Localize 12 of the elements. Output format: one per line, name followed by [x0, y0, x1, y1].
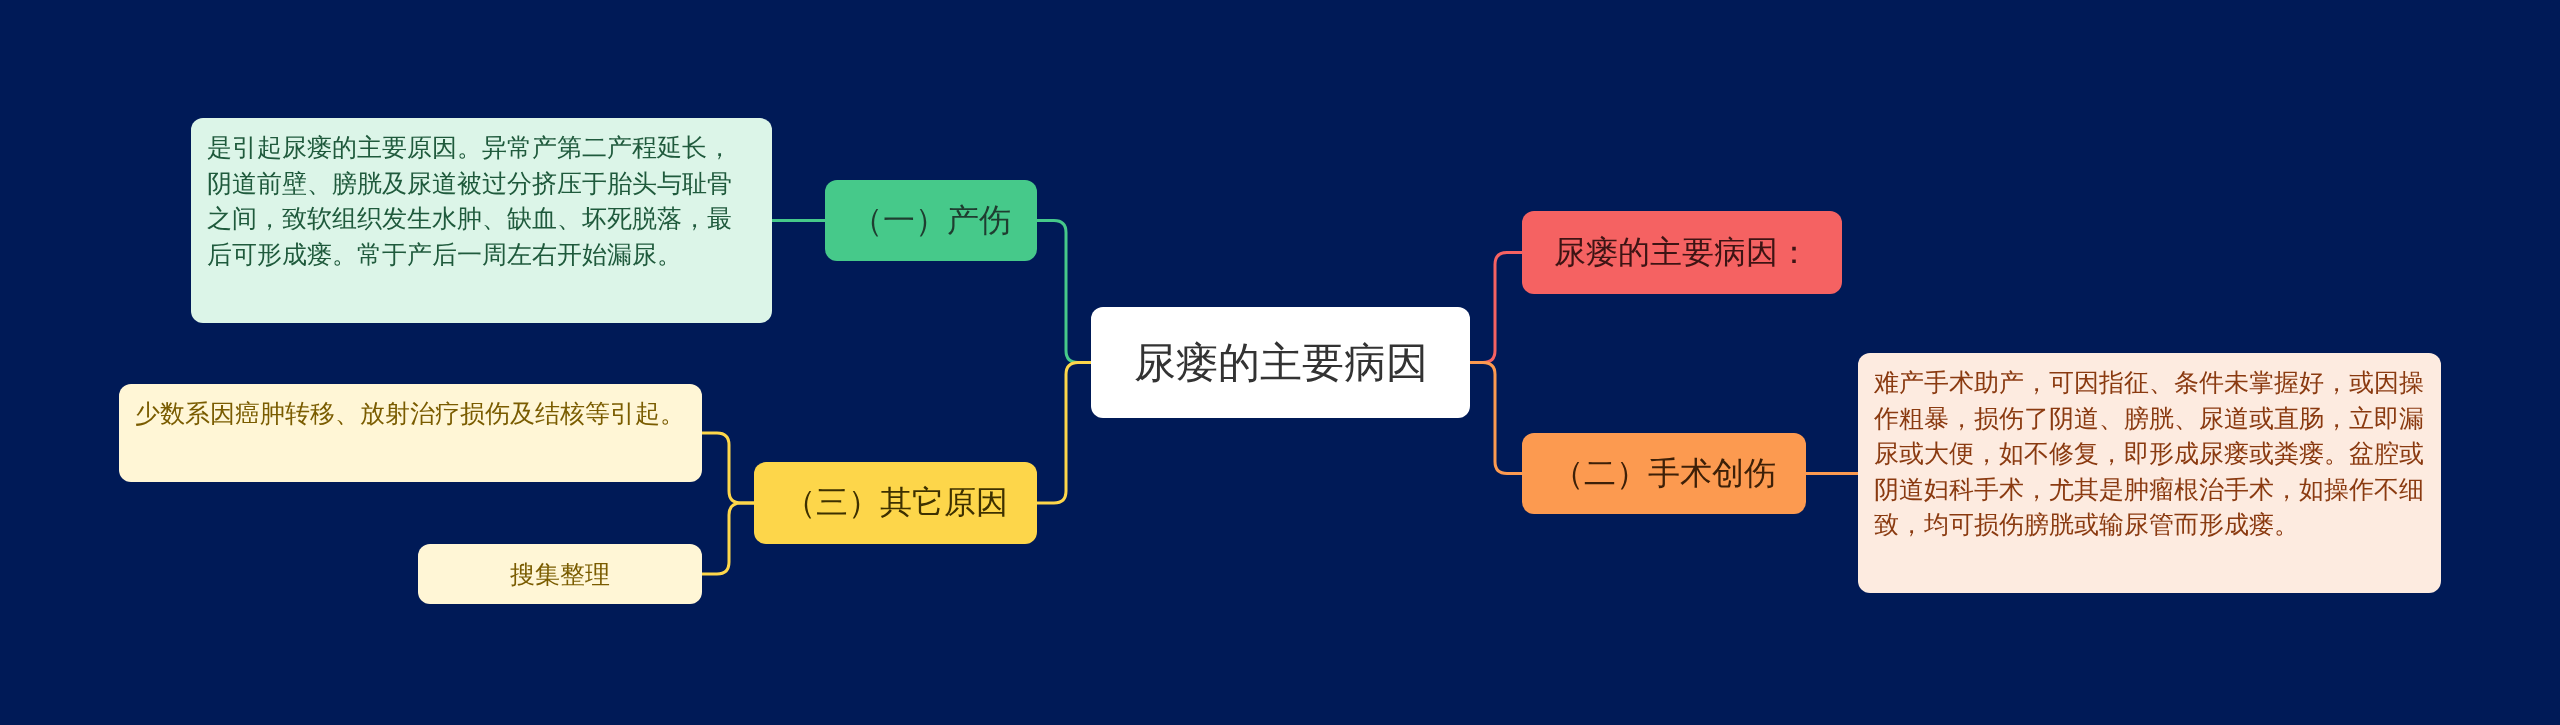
branch-box: （二）手术创伤	[1522, 433, 1806, 514]
connector-line	[1806, 472, 1858, 475]
note-box: 难产手术助产，可因指征、条件未掌握好，或因操作粗暴，损伤了阴道、膀胱、尿道或直肠，立即漏尿或大便，如不修复，即形成尿瘘或粪瘘。盆腔或阴道妇科手术，尤其是肿瘤根治手术，如操作不细致，均可损伤膀胱或输尿管而形成瘘。	[1858, 353, 2441, 593]
note-box: 是引起尿瘘的主要原因。异常产第二产程延长，阴道前壁、膀胱及尿道被过分挤压于胎头与耻骨之间，致软组织发生水肿、缺血、坏死脱落，最后可形成瘘。常于产后一周左右开始漏尿。	[191, 118, 772, 323]
note-box: 搜集整理	[418, 544, 702, 604]
branch-box: （三）其它原因	[754, 462, 1037, 544]
note-box: 少数系因癌肿转移、放射治疗损伤及结核等引起。	[119, 384, 702, 482]
connector-line	[1470, 361, 1522, 475]
topic-box: 尿瘘的主要病因	[1091, 307, 1470, 418]
branch-box: 尿瘘的主要病因：	[1522, 211, 1842, 294]
branch-box: （一）产伤	[825, 180, 1037, 261]
connector-line	[772, 219, 825, 222]
